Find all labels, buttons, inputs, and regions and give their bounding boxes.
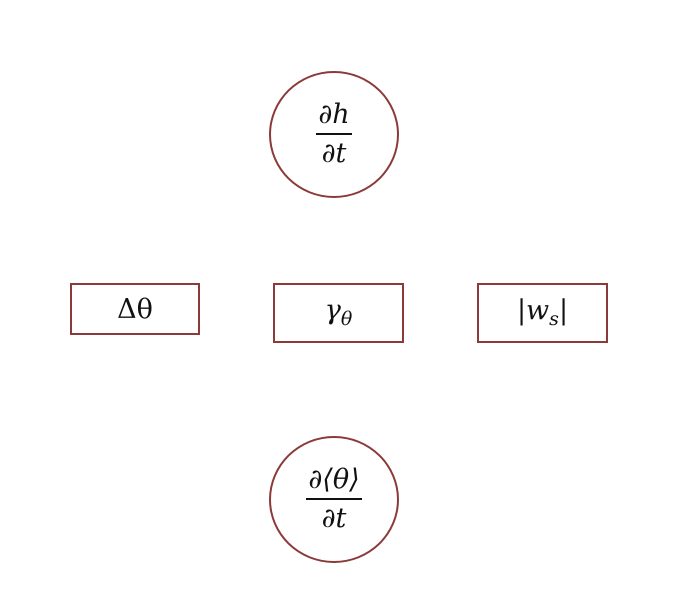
abs-ws-label: |ws| [517,297,568,329]
gamma-subscript: θ [340,308,353,330]
fraction-bar [306,498,362,500]
abs-ws-subscript: s [549,308,559,330]
d-mean-theta-dt-denominator: ∂t [321,503,347,534]
abs-ws-node: |ws| [477,283,608,343]
fraction-bar [316,133,352,135]
gamma-base: γ [324,295,341,326]
abs-ws-open: |w [516,295,550,326]
d-mean-theta-dt-fraction: ∂⟨θ⟩ ∂t [306,463,362,534]
dh-dt-fraction: ∂h ∂t [316,98,352,169]
abs-ws-close: | [558,295,569,326]
d-mean-theta-dt-node: ∂⟨θ⟩ ∂t [269,436,399,563]
delta-theta-node: Δθ [70,283,200,335]
dh-dt-numerator: ∂h [318,98,350,130]
d-mean-theta-dt-numerator: ∂⟨θ⟩ [308,463,360,495]
gamma-theta-node: γθ [273,283,404,343]
gamma-theta-label: γθ [325,297,353,329]
dh-dt-node: ∂h ∂t [269,71,399,198]
delta-theta-label: Δθ [117,293,153,325]
dh-dt-denominator: ∂t [321,138,347,169]
